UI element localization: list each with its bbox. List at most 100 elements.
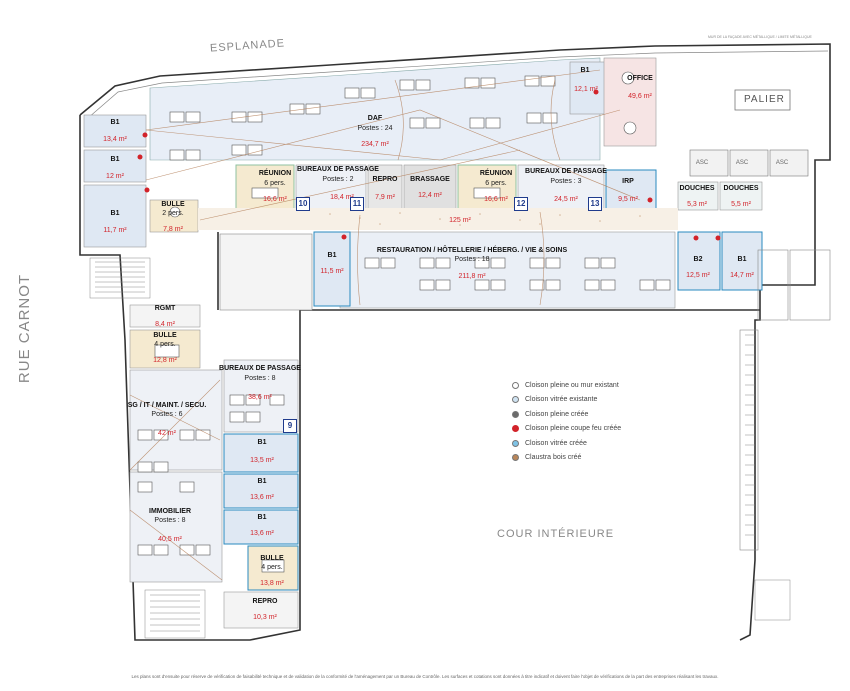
legend-item: Claustra bois créé: [512, 451, 621, 466]
room-bdp-b-name: BUREAUX DE PASSAGE: [525, 168, 607, 175]
legend-item: Cloison pleine coupe feu créée: [512, 422, 621, 437]
room-bdp-a-sub: Postes : 2: [322, 176, 354, 183]
room-bulle-c-sub: 4 pers.: [261, 564, 283, 571]
room-bdp-a-name: BUREAUX DE PASSAGE: [297, 166, 379, 173]
room-sg-sub: Postes : 6: [151, 411, 183, 418]
b1-h-zone: [223, 509, 299, 545]
room-irp-area: 9,5 m²: [618, 196, 638, 203]
room-b1-top-name: B1: [580, 67, 590, 74]
room-reunion-b-sub: 6 pers.: [485, 180, 507, 187]
asc-label-a: ASC: [695, 160, 709, 166]
b1-west-c-zone: [83, 184, 147, 248]
lifts: [689, 149, 809, 177]
b1-d-zone: [313, 231, 351, 307]
room-reunion-a-name: RÉUNION: [258, 170, 292, 177]
room-bdp-c-sub: Postes : 8: [244, 375, 276, 382]
fire-markers: [137, 89, 721, 241]
palier-label: PALIER: [744, 94, 785, 105]
room-douches-b-name: DOUCHES: [723, 185, 759, 192]
claustra-dots: [329, 212, 641, 226]
legend-item: Cloison pleine créée: [512, 407, 621, 422]
room-b2-name: B2: [693, 256, 703, 263]
room-repro-a-area: 7,9 m²: [375, 194, 395, 201]
repro-a-zone: [367, 164, 403, 211]
legend: Cloison pleine ou mur existant Cloison v…: [512, 378, 621, 465]
legend-swatch: [512, 381, 519, 389]
room-b1-f-name: B1: [257, 439, 267, 446]
asc-label-c: ASC: [775, 160, 789, 166]
facade-note: MUR DE LA FAÇADE AVEC MÉTALLIQUE / LIMIT…: [708, 35, 812, 39]
room-bulle-a-sub: 2 pers.: [162, 210, 184, 217]
b1-west-a-zone: [83, 114, 147, 148]
room-b1-a-name: B1: [110, 119, 120, 126]
room-douches-a-area: 5,3 m²: [687, 201, 707, 208]
room-douches-a-name: DOUCHES: [679, 185, 715, 192]
rue-carnot-label: RUE CARNOT: [16, 273, 34, 384]
legend-label: Cloison pleine créée: [525, 410, 589, 418]
room-immobilier-name: IMMOBILIER: [149, 508, 191, 515]
meeting-tables: [154, 71, 637, 573]
cour-label: COUR INTÉRIEURE: [497, 528, 615, 540]
room-reunion-a-sub: 6 pers.: [264, 180, 286, 187]
room-b1-b-name: B1: [110, 156, 120, 163]
room-brassage-name: BRASSAGE: [410, 176, 450, 183]
desks: [137, 75, 671, 556]
room-sg-area: 42 m²: [158, 430, 176, 437]
room-b1-c-name: B1: [110, 210, 120, 217]
legend-label: Cloison vitrée créée: [525, 439, 587, 447]
room-b1-d-name: B1: [327, 252, 337, 259]
footer-disclaimer: Les plans sont d'ensuite pour réserve de…: [131, 674, 719, 679]
room-daf-sub: Postes : 24: [357, 125, 393, 132]
room-restauration-sub: Postes : 18: [454, 256, 490, 263]
legend-swatch: [512, 425, 519, 433]
palier-zone: [734, 89, 791, 111]
room-b2-area: 12,5 m²: [686, 272, 710, 279]
asc-label-b: ASC: [735, 160, 749, 166]
room-bdp-c-area: 38,6 m²: [248, 394, 272, 401]
corridor-zone: [198, 208, 678, 230]
room-office-name: OFFICE: [627, 75, 653, 82]
room-b1-top-area: 12,1 m²: [574, 86, 598, 93]
legend-swatch: [512, 454, 519, 462]
room-b1-f-area: 13,5 m²: [250, 457, 274, 464]
legend-label: Cloison vitrée existante: [525, 396, 598, 404]
room-bulle-b-name: BULLE: [153, 332, 177, 339]
room-daf-name: DAF: [367, 115, 383, 122]
room-b1-h-area: 13,6 m²: [250, 530, 274, 537]
room-immobilier-area: 40,5 m²: [158, 536, 182, 543]
room-b1-b-area: 12 m²: [106, 173, 124, 180]
room-b1-g-name: B1: [257, 478, 267, 485]
brassage-zone: [403, 164, 457, 211]
room-rgmt-name: RGMT: [154, 305, 176, 312]
b1-e-zone: [721, 231, 763, 291]
room-daf-area: 234,7 m²: [361, 141, 389, 148]
room-bulle-a-name: BULLE: [161, 201, 185, 208]
room-immobilier-sub: Postes : 8: [154, 517, 186, 524]
room-bdp-b-sub: Postes : 3: [550, 178, 582, 185]
room-reunion-b-area: 16,6 m²: [484, 196, 508, 203]
room-repro-a-name: REPRO: [372, 176, 398, 183]
reunion-a-zone: [235, 164, 295, 211]
room-number-9: 9: [283, 419, 297, 433]
douches-b-zone: [719, 181, 763, 211]
legend-item: Cloison vitrée créée: [512, 436, 621, 451]
room-b1-e-area: 14,7 m²: [730, 272, 754, 279]
b1-west-b-zone: [83, 149, 147, 183]
room-sg-name: SG / IT / MAINT. / SECU.: [127, 402, 207, 409]
rgmt-zone: [129, 304, 201, 328]
b1-top-zone: [569, 61, 609, 115]
room-number-11: 11: [350, 197, 364, 211]
room-b1-g-area: 13,6 m²: [250, 494, 274, 501]
b2-zone: [677, 231, 721, 291]
room-restauration-area: 211,8 m²: [458, 273, 486, 280]
legend-label: Cloison pleine coupe feu créée: [525, 425, 622, 433]
restauration-zone: [339, 231, 676, 309]
stairs: [89, 257, 791, 639]
room-bulle-b-sub: 4 pers.: [154, 341, 176, 348]
room-bdp-c-name: BUREAUX DE PASSAGE: [219, 365, 301, 372]
room-repro-b-area: 10,3 m²: [253, 614, 277, 621]
legend-label: Cloison pleine ou mur existant: [525, 381, 619, 389]
room-reunion-b-name: RÉUNION: [479, 170, 513, 177]
b1-g-zone: [223, 473, 299, 509]
